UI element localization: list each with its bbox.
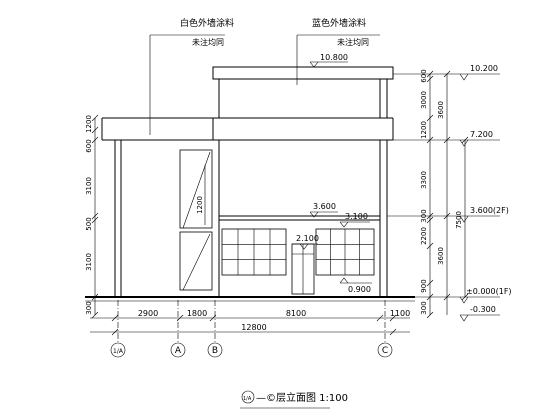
elev-ground: -0.300 [470,305,496,314]
axis-grid: 1/A A B C [110,300,393,358]
dim-left: 3100 [85,177,93,195]
elev-canopy2: 3.100 [345,212,368,221]
dim-right-c: 7500 [455,211,463,229]
note-blue-sub: 未注均同 [337,37,369,47]
axis-bubble [170,342,186,358]
dim-left: 300 [85,301,93,314]
door-opening [291,243,315,295]
note-white-paint: 白色外墙涂料 [180,17,234,29]
elev-window-top: 2.100 [296,234,319,243]
note-leaders [149,34,380,135]
dim-right-b: 3600 [437,101,445,119]
elev-floor1: ±0.000(1F) [466,287,512,296]
axis-bubble [207,342,223,358]
dim-right-a: 1200 [420,121,428,139]
dimension-ticks [91,70,469,336]
dim-mid: 1200 [196,196,204,214]
elev-floor2: 3.600(2F) [470,206,509,215]
dim-left: 1200 [85,115,93,133]
window-right [315,228,375,276]
dim-left: 500 [85,217,93,230]
dim-bottom: 2900 [138,309,158,318]
note-white-sub: 未注均同 [192,37,224,47]
elev-roof: 10.200 [470,64,498,73]
elev-second-roof: 7.200 [470,130,493,139]
dim-left: 600 [85,139,93,152]
dim-right-a: 3300 [420,171,428,189]
dim-right-a: 600 [420,69,428,82]
elevation-marks [292,61,500,322]
dim-right-a: 3000 [420,91,428,109]
dim-left: 3100 [85,253,93,271]
axis-bubble [110,342,126,358]
axis-label: 1/A [113,348,124,355]
elev-sill: 0.900 [348,285,371,294]
dim-right-b: 3600 [437,247,445,265]
drawing-title: 1/A —©层立面图 1:100 [240,390,348,409]
axis-label: A [175,346,182,356]
title-text: —©层立面图 1:100 [256,391,348,404]
title-prefix: 1/A [243,396,252,402]
note-blue-paint: 蓝色外墙涂料 [312,17,366,29]
axis-label: C [382,346,388,356]
dim-right-a: 2200 [420,227,428,245]
stair-window [179,149,213,291]
elev-canopy: 3.600 [313,202,336,211]
dimension-texts: 1200 600 3100 500 3100 300 600 3000 1200 3300 300 2… [85,69,463,332]
axis-label: B [212,346,218,356]
dim-total: 12800 [241,323,266,332]
dim-bottom: 1800 [187,309,207,318]
elev-top-parapet: 10.800 [320,53,348,62]
dimension-lines-horizontal [90,317,410,333]
axis-bubble [377,342,393,358]
dim-right-a: 300 [420,209,428,222]
dimension-lines-vertical [94,74,466,315]
building-outline [85,66,415,302]
dim-bottom: 1100 [390,309,410,318]
dim-right-a: 300 [420,301,428,314]
window-left [221,228,287,276]
dim-bottom: 8100 [286,309,306,318]
dim-right-a: 900 [420,279,428,292]
